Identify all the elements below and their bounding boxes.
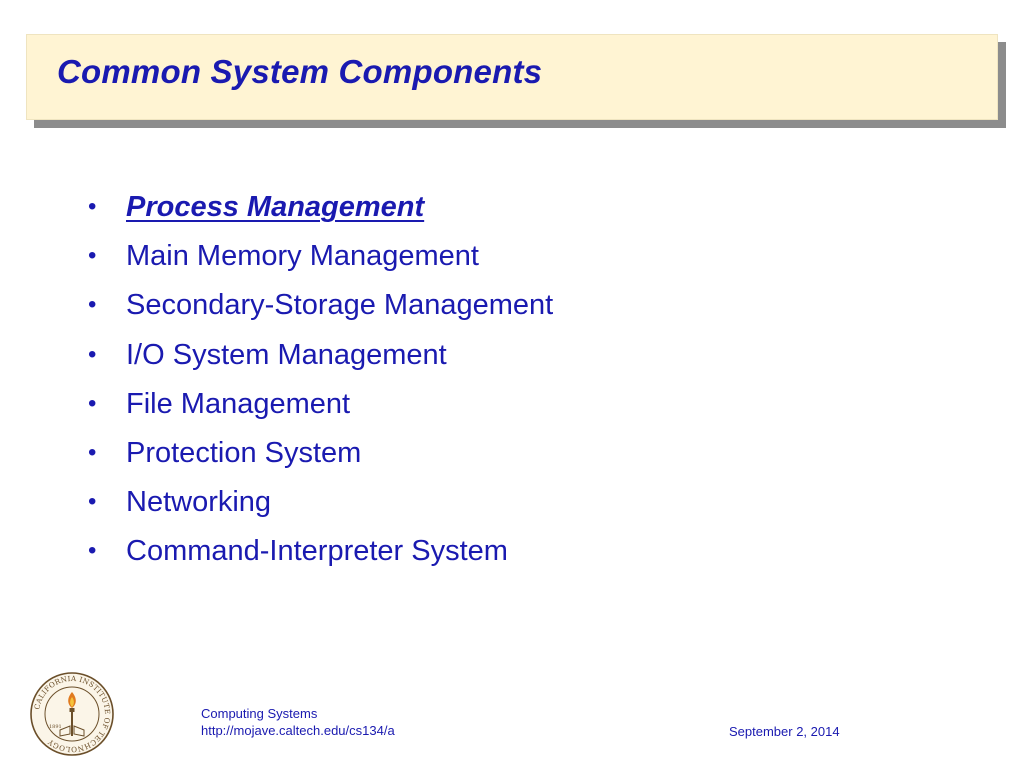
bullet-label: Networking: [126, 486, 272, 519]
bullet-label: Protection System: [126, 436, 362, 469]
bullet-dot-icon: •: [88, 438, 97, 466]
bullet-label: Main Memory Management: [126, 240, 479, 273]
bullet-dot-icon: •: [88, 193, 97, 220]
bullet-label: I/O System Management: [126, 338, 447, 371]
bullet-label: Command-Interpreter System: [126, 535, 508, 568]
footer-course-url[interactable]: http://mojave.caltech.edu/cs134/a: [201, 723, 395, 738]
bullet-dot-icon: •: [88, 242, 97, 270]
bullet-networking: • Networking: [85, 479, 553, 528]
svg-text:1891: 1891: [49, 724, 62, 730]
footer-date: September 2, 2014: [729, 724, 840, 739]
bullet-dot-icon: •: [88, 389, 97, 417]
bullet-label: Secondary-Storage Management: [126, 289, 554, 322]
title-box: Common System Components: [26, 34, 998, 120]
bullet-label[interactable]: Process Management: [126, 191, 425, 223]
bullet-main-memory-management: • Main Memory Management: [85, 233, 553, 282]
bullet-dot-icon: •: [88, 291, 97, 319]
bullet-io-system-management: • I/O System Management: [85, 332, 553, 381]
bullet-label: File Management: [126, 387, 351, 420]
bullet-dot-icon: •: [88, 340, 97, 368]
bullet-file-management: • File Management: [85, 381, 553, 430]
bullet-secondary-storage-management: • Secondary-Storage Management: [85, 282, 553, 331]
bullet-process-management[interactable]: • Process Management: [85, 184, 553, 233]
footer-course-name: Computing Systems: [201, 706, 318, 721]
bullet-protection-system: • Protection System: [85, 430, 553, 479]
footer-course: Computing Systems http://mojave.caltech.…: [201, 705, 395, 739]
caltech-seal-icon: CALIFORNIA INSTITUTE OF TECHNOLOGY 1891: [30, 672, 114, 756]
slide-title: Common System Components: [57, 53, 543, 90]
bullet-list: • Process Management • Main Memory Manag…: [85, 184, 553, 578]
bullet-dot-icon: •: [88, 537, 97, 565]
bullet-command-interpreter-system: • Command-Interpreter System: [85, 528, 553, 577]
bullet-dot-icon: •: [88, 488, 97, 516]
